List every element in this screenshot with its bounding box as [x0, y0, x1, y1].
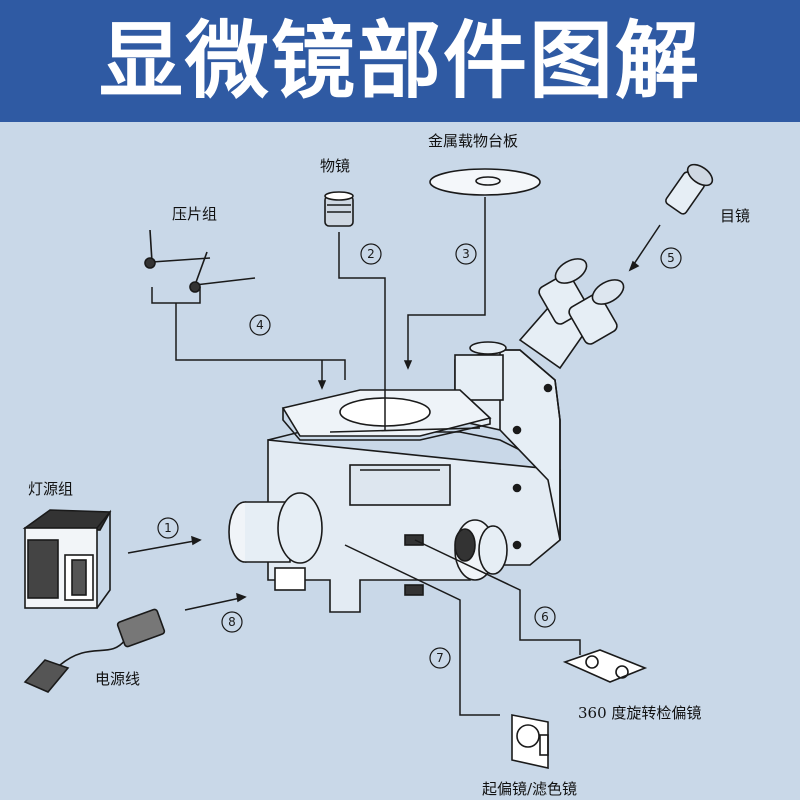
callout-num-1: 1 — [164, 521, 172, 535]
label-power-cord: 电源线 — [95, 670, 141, 688]
callout-num-5: 5 — [667, 251, 675, 265]
page-title: 显微镜部件图解 — [98, 12, 701, 110]
callout-8 — [221, 611, 243, 633]
label-analyzer: 360 度旋转检偏镜 — [578, 704, 702, 722]
callout-1 — [157, 517, 179, 539]
callout-3 — [455, 243, 477, 265]
callout-num-3: 3 — [462, 247, 470, 261]
clamp-group — [144, 229, 256, 293]
analyzer-slider — [562, 649, 648, 683]
label-polarizer-filter: 起偏镜/滤色镜 — [482, 780, 578, 798]
callout-5 — [660, 247, 682, 269]
callout-num-8: 8 — [228, 615, 236, 629]
power-cord — [23, 608, 166, 693]
objective-lens — [324, 191, 354, 227]
callout-6 — [534, 606, 556, 628]
polarizer-filter-slider — [511, 714, 549, 769]
label-clamp-group: 压片组 — [172, 205, 218, 223]
callout-num-7: 7 — [436, 651, 444, 665]
label-objective: 物镜 — [320, 157, 351, 175]
microscope-body — [228, 258, 625, 613]
callout-2 — [360, 243, 382, 265]
label-light-group: 灯源组 — [28, 480, 74, 498]
light-source-group — [22, 509, 112, 609]
callout-circles — [157, 243, 682, 669]
label-eyepiece: 目镜 — [720, 207, 751, 225]
stage-plate — [429, 168, 541, 196]
eyepiece — [665, 163, 714, 215]
leader-lines — [127, 197, 661, 716]
callout-num-6: 6 — [541, 610, 549, 624]
callout-7 — [429, 647, 451, 669]
callout-4 — [249, 314, 271, 336]
callout-num-4: 4 — [256, 318, 264, 332]
title-banner: 显微镜部件图解 — [0, 0, 800, 122]
callout-num-2: 2 — [367, 247, 375, 261]
label-stage-plate: 金属载物台板 — [428, 132, 519, 150]
